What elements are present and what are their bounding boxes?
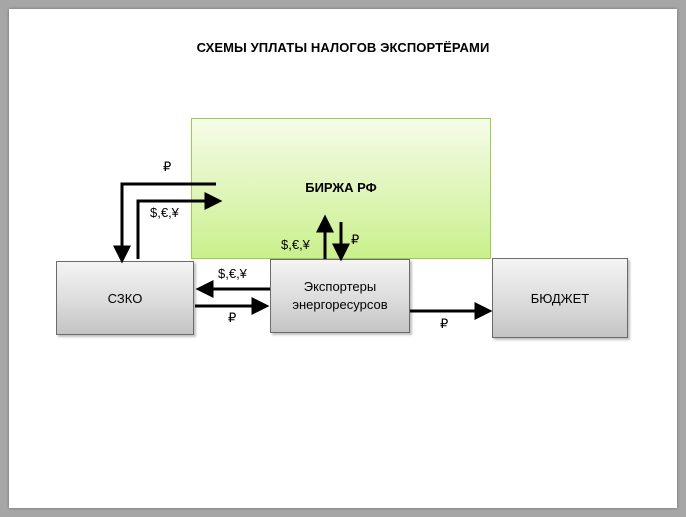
label-szko-to-exchange: $,€,¥: [150, 205, 179, 220]
arrow-exchange-to-szko: [113, 182, 216, 264]
diagram-title: СХЕМЫ УПЛАТЫ НАЛОГОВ ЭКСПОРТЁРАМИ: [196, 40, 490, 55]
label-exporters-to-budget: ₽: [440, 316, 449, 331]
budget-label: БЮДЖЕТ: [530, 290, 590, 306]
exchange-label: БИРЖА РФ: [305, 180, 377, 195]
label-exchange-to-exporters: ₽: [351, 232, 360, 247]
label-exporters-to-szko: $,€,¥: [218, 266, 247, 281]
label-exporters-to-exchange: $,€,¥: [281, 237, 310, 252]
label-szko-to-exporters: ₽: [228, 310, 237, 325]
budget-box: БЮДЖЕТ: [492, 258, 628, 338]
exporters-box: Экспортеры энергоресурсов: [270, 259, 410, 333]
szko-label: СЗКО: [107, 290, 143, 306]
label-exchange-to-szko: ₽: [163, 159, 172, 174]
exporters-label-line2: энергоресурсов: [292, 297, 388, 312]
exporters-label: Экспортеры энергоресурсов: [292, 278, 387, 314]
arrow-szko-to-exchange: [136, 192, 223, 259]
exporters-label-line1: Экспортеры: [303, 279, 377, 294]
